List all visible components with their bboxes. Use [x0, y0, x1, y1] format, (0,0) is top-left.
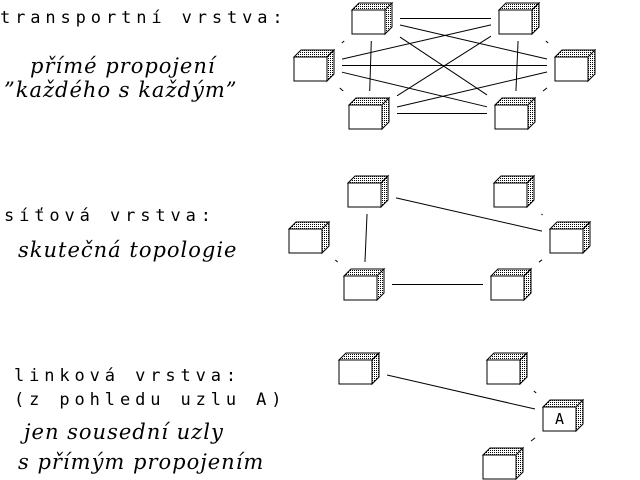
link-layer-desc-2: s přímým propojením	[18, 450, 265, 474]
link-link-line	[386, 374, 536, 410]
network-node-cube	[492, 174, 536, 209]
network-link-line	[538, 259, 543, 263]
node-a-label: A	[555, 410, 564, 428]
network-link-line	[395, 197, 543, 232]
network-link-line	[541, 213, 543, 216]
transport-node-cube	[350, 1, 394, 36]
transport-node-cube	[553, 48, 597, 83]
network-node-cube	[548, 220, 592, 255]
transport-link-line	[399, 24, 548, 60]
link-node-cube	[481, 446, 525, 480]
network-node-cube	[346, 174, 390, 209]
transport-node-cube	[347, 96, 391, 131]
transport-link-line	[339, 87, 344, 92]
link-node-cube	[337, 351, 381, 386]
transport-link-line	[341, 24, 492, 60]
link-layer-subtitle: (z pohledu uzlu A)	[14, 390, 287, 410]
network-node-cube	[489, 267, 533, 302]
link-node-cube: A	[541, 398, 585, 433]
transport-node-cube	[493, 96, 537, 131]
link-link-line	[530, 437, 536, 442]
transport-link-line	[545, 40, 549, 44]
network-link-line	[335, 259, 338, 263]
transport-link-line	[341, 40, 345, 44]
transport-link-line	[396, 71, 548, 108]
network-node-cube	[342, 267, 386, 302]
transport-layer-desc-1: přímé propojení	[30, 54, 216, 78]
transport-node-cube	[497, 1, 541, 36]
network-node-cube	[287, 220, 331, 255]
link-link-line	[533, 390, 537, 394]
link-layer-title: linková vrstva:	[14, 366, 242, 386]
transport-node-cube	[292, 48, 336, 83]
network-link-line	[364, 213, 368, 263]
transport-layer-desc-2: ”každého s každým”	[4, 78, 238, 102]
network-layer-desc: skutečná topologie	[18, 238, 238, 262]
link-node-cube	[485, 351, 529, 386]
transport-link-line	[341, 71, 488, 108]
transport-layer-title: transportní vrstva:	[0, 8, 288, 28]
link-layer-desc-1: jen sousední uzly	[24, 420, 224, 444]
transport-link-line	[542, 87, 548, 92]
network-layer-title: síťová vrstva:	[4, 206, 216, 226]
